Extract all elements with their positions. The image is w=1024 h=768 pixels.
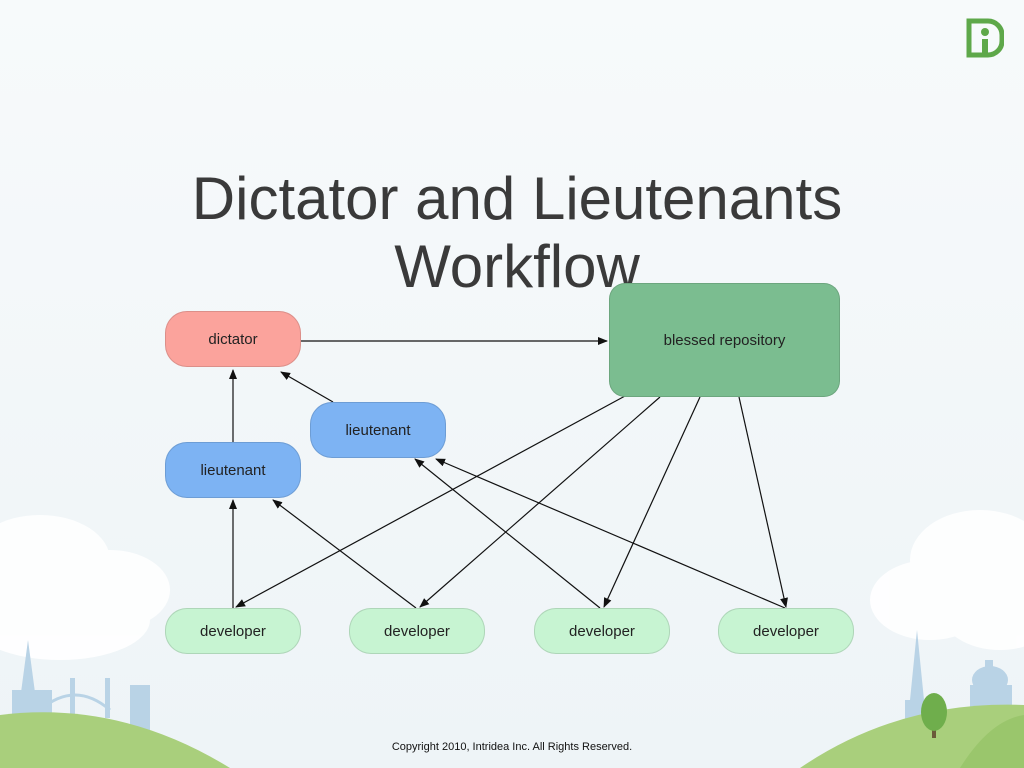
tree-icon [921,693,947,738]
node-blessed-repository: blessed repository [609,283,840,397]
left-hill [0,712,230,768]
diagram-edges [229,337,788,609]
edge-repository-to-developer-2 [419,396,661,608]
node-developer-2-label: developer [384,622,450,640]
node-developer-3: developer [534,608,670,654]
node-developer-3-label: developer [569,622,635,640]
background-clouds [0,510,1024,660]
node-blessed-repository-label: blessed repository [663,331,786,349]
node-developer-4-label: developer [753,622,819,640]
node-lieutenant-1-label: lieutenant [200,461,266,479]
node-developer-1: developer [165,608,301,654]
intridea-logo-icon [966,18,1004,58]
node-developer-4: developer [718,608,854,654]
copyright-footer: Copyright 2010, Intridea Inc. All Rights… [391,741,633,753]
node-dictator-label: dictator [208,330,258,348]
edge-repository-to-developer-4 [738,396,788,608]
right-hill-front [960,715,1024,768]
slide-title: Dictator and Lieutenants Workflow [100,165,934,301]
edge-developer-2-to-lieutenant-1 [272,499,417,609]
node-dictator: dictator [165,311,301,367]
edge-developer-3-to-lieutenant-2 [414,458,601,609]
right-hill [800,704,1024,768]
edge-developer-4-to-lieutenant-2 [435,458,786,609]
node-lieutenant-2: lieutenant [310,402,446,458]
node-developer-1-label: developer [200,622,266,640]
node-lieutenant-2-label: lieutenant [345,421,411,439]
slide-title-line-1: Dictator and Lieutenants [191,165,843,232]
edge-repository-to-developer-1 [235,395,626,608]
edge-lieutenant-2-to-dictator [280,371,334,403]
node-developer-2: developer [349,608,485,654]
slide-title-line-2: Workflow [394,233,640,300]
node-lieutenant-1: lieutenant [165,442,301,498]
edge-repository-to-developer-3 [603,396,701,608]
